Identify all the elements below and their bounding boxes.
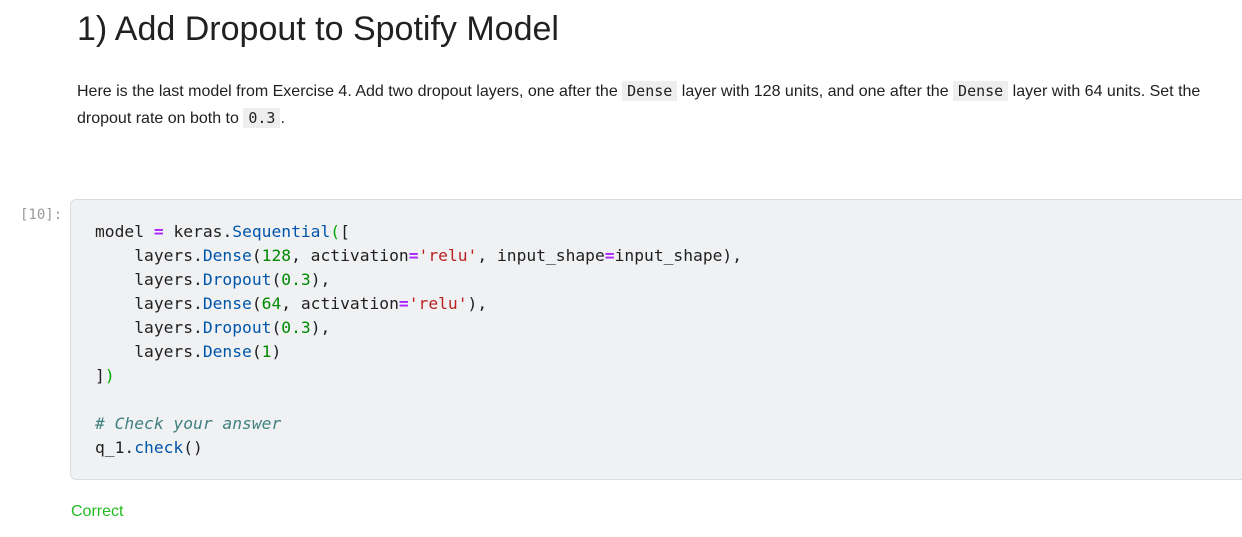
text: Here is the last model from Exercise 4. … (77, 83, 623, 100)
instructions-paragraph: Here is the last model from Exercise 4. … (77, 78, 1242, 132)
code-token: ( (251, 294, 262, 313)
code-token: Dense (202, 294, 252, 313)
code-token: = (153, 222, 164, 241)
code-token: ( (251, 246, 262, 265)
code-token: 1 (261, 342, 272, 361)
code-token: 64 (261, 294, 282, 313)
code-token: model (95, 222, 154, 241)
code-token: ) (271, 342, 282, 361)
code-token: ), (310, 318, 331, 337)
text: layer with 64 units. Set the dropout rat… (77, 83, 1201, 127)
code-token: Dense (202, 246, 252, 265)
code-token: ( (251, 342, 262, 361)
code-token: 'relu' (418, 246, 478, 265)
code-token: 0.3 (281, 318, 311, 337)
code-token: # Check your answer (95, 414, 282, 433)
inline-code: Dense (622, 81, 678, 101)
code-token: ( (271, 270, 282, 289)
text: . (280, 110, 285, 127)
code-line: q_1.check() (95, 436, 742, 460)
code-line (95, 388, 742, 412)
code-token: layers. (95, 342, 203, 361)
code-line: # Check your answer (95, 412, 742, 436)
code-line: layers.Dense(1) (95, 340, 742, 364)
code-token: ( (271, 318, 282, 337)
code-token: layers. (95, 246, 203, 265)
code-token: , input_shape (477, 246, 605, 265)
code-line: layers.Dense(64, activation='relu'), (95, 292, 742, 316)
code-token: Dropout (202, 318, 272, 337)
code-line: layers.Dropout(0.3), (95, 268, 742, 292)
code-line: model = keras.Sequential([ (95, 220, 742, 244)
code-line: ]) (95, 364, 742, 388)
code-token: input_shape), (614, 246, 743, 265)
code-token: = (604, 246, 615, 265)
code-token: Sequential (232, 222, 331, 241)
code-line: layers.Dense(128, activation='relu', inp… (95, 244, 742, 268)
cell-prompt: [10]: (20, 207, 63, 223)
code-token: Dense (202, 342, 252, 361)
code-token: keras. (163, 222, 233, 241)
code-token: 'relu' (408, 294, 468, 313)
code-token: 0.3 (281, 270, 311, 289)
code-token: ( (330, 222, 341, 241)
code-token: ), (467, 294, 488, 313)
code-token: ), (310, 270, 331, 289)
code-token: 128 (261, 246, 292, 265)
code-token: Dropout (202, 270, 272, 289)
code-cell[interactable]: model = keras.Sequential([ layers.Dense(… (70, 199, 1242, 480)
code-token: = (398, 294, 409, 313)
inline-code: Dense (953, 81, 1009, 101)
code-token: q_1. (95, 438, 135, 457)
code-token: () (183, 438, 203, 457)
code-line: layers.Dropout(0.3), (95, 316, 742, 340)
code-token: ) (104, 366, 115, 385)
code-token: layers. (95, 270, 203, 289)
inline-code: 0.3 (243, 108, 281, 128)
check-output: Correct (71, 503, 124, 520)
code-token: check (134, 438, 184, 457)
code-token: = (408, 246, 419, 265)
code-token: , activation (281, 294, 399, 313)
code-token: ] (95, 366, 105, 385)
section-heading: 1) Add Dropout to Spotify Model (77, 10, 559, 48)
code-token: [ (340, 222, 350, 241)
code-token: layers. (95, 318, 203, 337)
text: layer with 128 units, and one after the (677, 83, 954, 100)
code-editor[interactable]: model = keras.Sequential([ layers.Dense(… (95, 220, 742, 460)
code-token: , activation (291, 246, 409, 265)
code-token: layers. (95, 294, 203, 313)
